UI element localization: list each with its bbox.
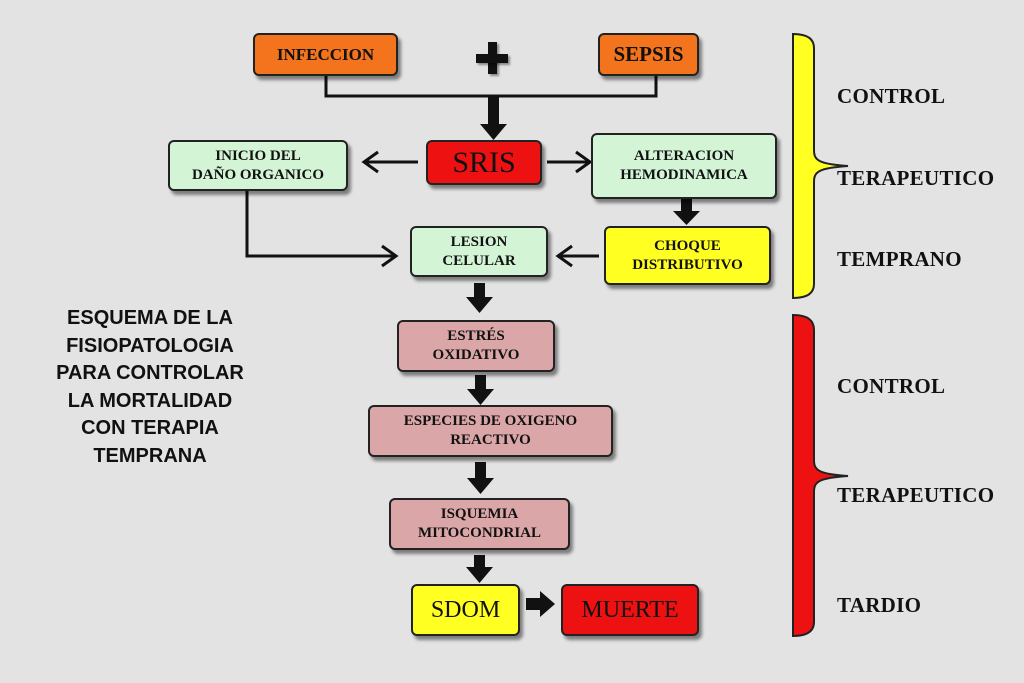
muerte-box: MUERTE: [561, 584, 699, 636]
early-control-label-3: TEMPRANO: [837, 247, 962, 271]
alteracion-hemodinamica-box: ALTERACION HEMODINAMICA: [591, 133, 777, 199]
late-control-label-3: TARDIO: [837, 593, 922, 617]
arrow-sris-to-inicio: [361, 150, 418, 174]
late-control-brace: [792, 313, 849, 638]
late-control-label-1: CONTROL: [837, 374, 946, 398]
early-control-label-2: TERAPEUTICO: [837, 166, 995, 190]
merge-connector: [324, 76, 658, 98]
sdom-box: SDOM: [411, 584, 520, 636]
arrow-sdom-to-muerte: [526, 591, 555, 617]
early-control-brace: [792, 32, 849, 300]
arrow-isquemia-to-sdom: [466, 555, 493, 583]
late-control-label-2: TERAPEUTICO: [837, 483, 995, 507]
arrow-sris-to-alteracion: [547, 150, 593, 174]
plus-icon: [476, 42, 508, 74]
arrow-alteracion-to-choque: [673, 199, 700, 225]
arrow-inicio-to-lesion: [245, 191, 399, 268]
arrow-lesion-to-estres: [466, 283, 493, 313]
estres-oxidativo-box: ESTRÉS OXIDATIVO: [397, 320, 555, 372]
infeccion-box: INFECCION: [253, 33, 398, 76]
choque-distributivo-box: CHOQUE DISTRIBUTIVO: [604, 226, 771, 285]
inicio-dano-organico-box: INICIO DEL DAÑO ORGANICO: [168, 140, 348, 191]
isquemia-mitocondrial-box: ISQUEMIA MITOCONDRIAL: [389, 498, 570, 550]
sris-box: SRIS: [426, 140, 542, 185]
early-control-label-1: CONTROL: [837, 84, 946, 108]
arrow-estres-to-especies: [467, 375, 494, 405]
sepsis-box: SEPSIS: [598, 33, 699, 76]
arrow-choque-to-lesion: [555, 244, 599, 268]
especies-oxigeno-box: ESPECIES DE OXIGENO REACTIVO: [368, 405, 613, 457]
arrow-especies-to-isquemia: [467, 462, 494, 494]
arrow-down-to-sris: [480, 96, 507, 140]
lesion-celular-box: LESION CELULAR: [410, 226, 548, 277]
diagram-title: ESQUEMA DE LA FISIOPATOLOGIA PARA CONTRO…: [56, 307, 244, 467]
